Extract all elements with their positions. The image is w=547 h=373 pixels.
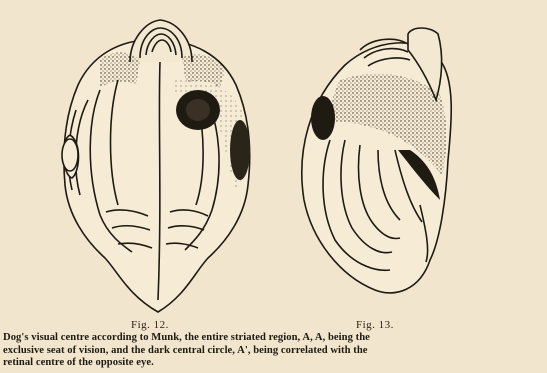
figure-caption: Dog's visual centre according to Munk, t… [3,332,547,370]
caption-line-3: retinal centre of the opposite eye. [3,357,547,370]
fig13-brain-drawing [302,28,451,293]
figure-12-label: Fig. 12. [131,319,169,331]
fig12-brain-drawing [62,20,250,312]
brain-illustration [0,0,547,320]
figure-13-label: Fig. 13. [356,319,394,331]
caption-line-2: exclusive seat of vision, and the dark c… [3,345,547,358]
caption-line-1: Dog's visual centre according to Munk, t… [3,332,547,345]
